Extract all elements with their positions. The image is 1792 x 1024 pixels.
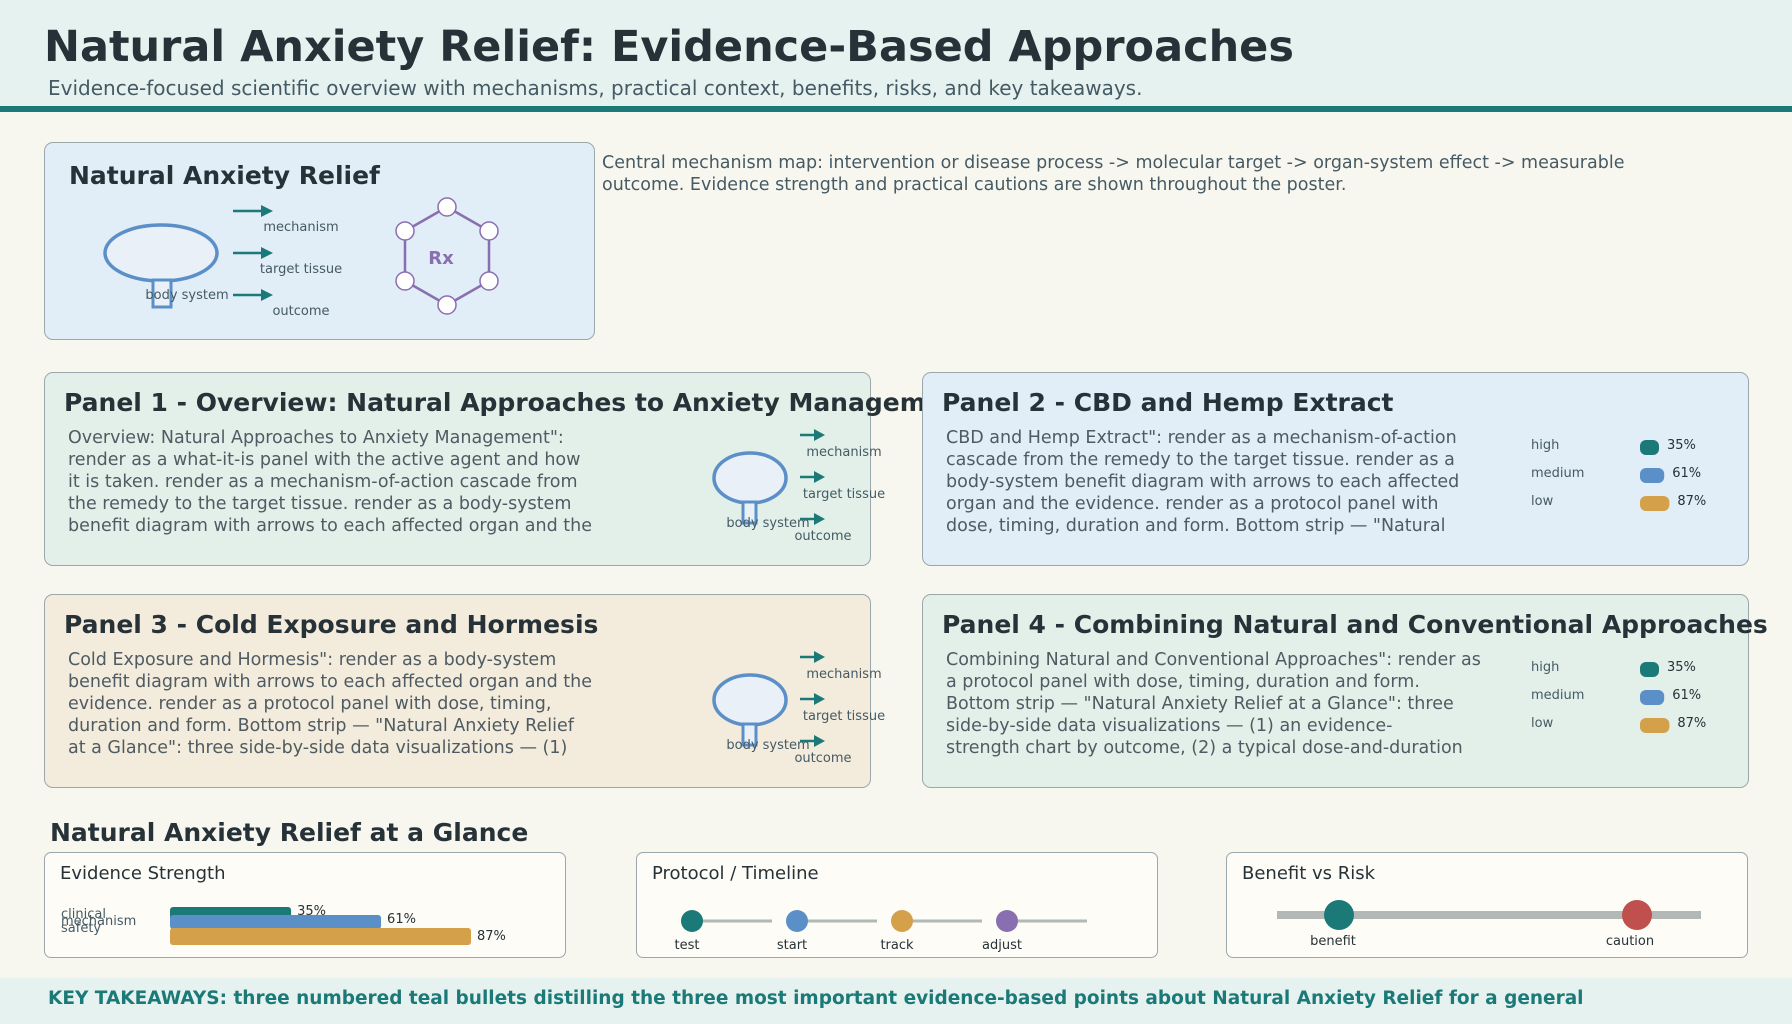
panel-1: Panel 1 - Overview: Natural Approaches t… bbox=[44, 372, 972, 566]
poster-subtitle: Evidence-focused scientific overview wit… bbox=[48, 76, 1143, 100]
key-takeaways-footer: KEY TAKEAWAYS: three numbered teal bulle… bbox=[0, 978, 1792, 1024]
panel-body: Cold Exposure and Hormesis": render as a… bbox=[68, 650, 592, 758]
bar-label: clinical bbox=[61, 907, 106, 922]
timeline-step-marker bbox=[891, 910, 913, 932]
level-value: 61% bbox=[1672, 688, 1701, 703]
level-label: low bbox=[1531, 494, 1554, 509]
panel-title: Panel 2 - CBD and Hemp Extract bbox=[942, 388, 1394, 417]
level-bar bbox=[1640, 718, 1670, 733]
timeline-step-label: test bbox=[675, 938, 700, 953]
evidence-bar bbox=[170, 915, 382, 929]
poster-header: Natural Anxiety Relief: Evidence-Based A… bbox=[0, 0, 1792, 112]
benefit-marker bbox=[1324, 900, 1354, 930]
level-label: high bbox=[1531, 660, 1559, 675]
level-bar bbox=[1640, 468, 1665, 483]
timeline-step-label: start bbox=[777, 938, 807, 953]
arrow-label: mechanism bbox=[263, 220, 338, 235]
arrow-label: outcome bbox=[272, 304, 329, 319]
benefit-risk-card: Benefit vs Risk benefit caution bbox=[1226, 852, 1748, 958]
arrow-label: outcome bbox=[794, 751, 851, 766]
organ-diagram: body system mechanism target tissue outc… bbox=[712, 429, 885, 544]
level-bar bbox=[1640, 496, 1670, 511]
arrow-label: target tissue bbox=[260, 262, 342, 277]
arrow-label: mechanism bbox=[806, 667, 881, 682]
protocol-timeline: test start track adjust bbox=[675, 910, 1087, 953]
level-bar bbox=[1640, 690, 1665, 705]
arrow-label: target tissue bbox=[803, 709, 885, 724]
timeline-step-label: track bbox=[880, 938, 914, 953]
level-bar bbox=[1640, 440, 1659, 455]
level-chart: high 35% medium 61% low 87% bbox=[1531, 660, 1706, 733]
organ-diagram: body system mechanism target tissue outc… bbox=[712, 651, 885, 766]
organ-icon bbox=[103, 223, 219, 309]
panel-title: Panel 4 - Combining Natural and Conventi… bbox=[942, 610, 1768, 639]
organ-icon bbox=[712, 451, 788, 525]
organ-icon bbox=[712, 673, 788, 747]
organ-label: body system bbox=[726, 516, 809, 531]
arrow-icon bbox=[233, 205, 273, 301]
level-value: 87% bbox=[1677, 716, 1706, 731]
card-title: Evidence Strength bbox=[60, 863, 226, 884]
arrow-label: mechanism bbox=[806, 445, 881, 460]
level-value: 87% bbox=[1677, 494, 1706, 509]
panel-2: Panel 2 - CBD and Hemp Extract CBD and H… bbox=[922, 372, 1749, 566]
level-chart: high 35% medium 61% low 87% bbox=[1531, 438, 1706, 511]
timeline-step-marker bbox=[996, 910, 1018, 932]
panel-body: Combining Natural and Conventional Appro… bbox=[946, 650, 1481, 758]
mechanism-map-diagram: body system mechanism target tissue outc… bbox=[103, 197, 499, 319]
molecule-icon bbox=[395, 197, 499, 315]
arrow-label: target tissue bbox=[803, 487, 885, 502]
panel-4: Panel 4 - Combining Natural and Conventi… bbox=[922, 594, 1768, 788]
arrow-icon bbox=[800, 651, 825, 747]
benefit-label: benefit bbox=[1310, 934, 1356, 949]
protocol-timeline-card: Protocol / Timeline test start track adjust bbox=[636, 852, 1158, 958]
scale-track bbox=[1277, 911, 1701, 919]
bar-label: mechanism bbox=[61, 914, 136, 929]
caution-label: caution bbox=[1606, 934, 1654, 949]
bar-label: safety bbox=[61, 921, 101, 936]
level-value: 35% bbox=[1667, 438, 1696, 453]
evidence-bar bbox=[170, 928, 472, 945]
level-label: high bbox=[1531, 438, 1559, 453]
card-title: Protocol / Timeline bbox=[652, 863, 819, 884]
timeline-step-marker bbox=[786, 910, 808, 932]
molecule-label: Rx bbox=[428, 248, 454, 269]
panel-3: Panel 3 - Cold Exposure and Hormesis Col… bbox=[44, 594, 885, 788]
arrow-icon bbox=[800, 429, 825, 525]
level-label: medium bbox=[1531, 466, 1584, 481]
panel-body: Overview: Natural Approaches to Anxiety … bbox=[68, 428, 592, 536]
poster-title: Natural Anxiety Relief: Evidence-Based A… bbox=[44, 22, 1294, 72]
caution-marker bbox=[1622, 900, 1652, 930]
panel-body: CBD and Hemp Extract": render as a mecha… bbox=[946, 428, 1460, 536]
bar-value: 87% bbox=[477, 929, 506, 944]
level-label: medium bbox=[1531, 688, 1584, 703]
timeline-step-label: adjust bbox=[982, 938, 1022, 953]
hero-description: Central mechanism map: intervention or d… bbox=[602, 153, 1625, 195]
card-title: Benefit vs Risk bbox=[1242, 863, 1376, 884]
bar-value: 61% bbox=[387, 912, 416, 927]
arrow-label: outcome bbox=[794, 529, 851, 544]
level-bar bbox=[1640, 662, 1659, 677]
glance-title: Natural Anxiety Relief at a Glance bbox=[50, 818, 529, 847]
level-label: low bbox=[1531, 716, 1554, 731]
organ-label: body system bbox=[726, 738, 809, 753]
hero-title: Natural Anxiety Relief bbox=[69, 161, 380, 190]
panel-title: Panel 3 - Cold Exposure and Hormesis bbox=[64, 610, 599, 639]
key-takeaways-text: KEY TAKEAWAYS: three numbered teal bulle… bbox=[48, 988, 1584, 1009]
hero-panel: Natural Anxiety Relief body system mecha… bbox=[44, 142, 595, 340]
panel-title: Panel 1 - Overview: Natural Approaches t… bbox=[64, 388, 973, 417]
level-value: 35% bbox=[1667, 660, 1696, 675]
level-value: 61% bbox=[1672, 466, 1701, 481]
timeline-step-marker bbox=[681, 910, 703, 932]
organ-label: body system bbox=[145, 288, 228, 303]
benefit-risk-scale: benefit caution bbox=[1277, 900, 1701, 949]
